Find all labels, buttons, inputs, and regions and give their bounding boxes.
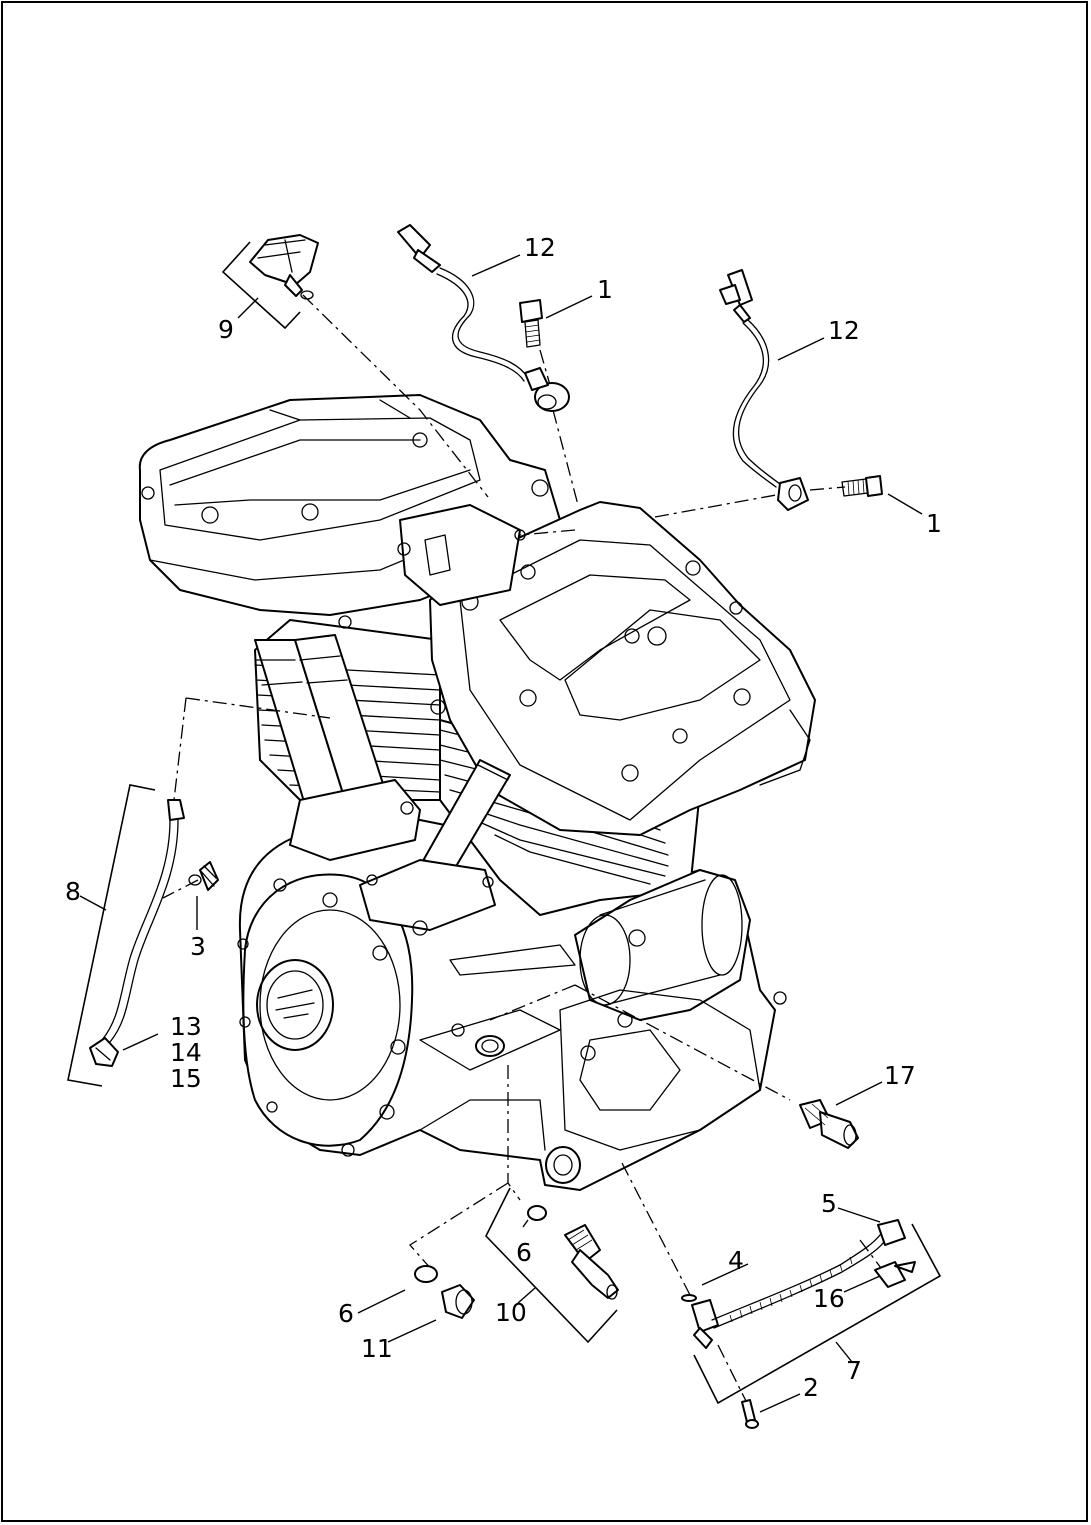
callout-1-right-bolt: 1 [926, 509, 942, 538]
rear-pushrod-tube [359, 759, 511, 931]
part-8-oil-line [89, 799, 185, 1067]
callout-labels: 12 1 9 12 1 8 3 13 14 15 17 5 4 16 6 6 1… [65, 233, 942, 1402]
part-10-fitting [564, 1224, 619, 1300]
callout-16-clip: 16 [813, 1284, 845, 1313]
callout-10-fitting: 10 [495, 1298, 527, 1327]
alignment-lines [162, 294, 891, 1406]
callout-13: 13 [170, 1012, 202, 1041]
part-1-bolt-upper [519, 299, 543, 348]
callout-15: 15 [170, 1064, 202, 1093]
callout-1-upper-bolt: 1 [597, 275, 613, 304]
part-6-o-ring-left [414, 1265, 438, 1283]
callout-7-harness: 7 [846, 1356, 862, 1385]
callout-6-o-ring-left: 6 [338, 1299, 354, 1328]
part-12-knock-sensor-rear [719, 269, 809, 511]
callout-12-front-knock-sensor: 12 [524, 233, 556, 262]
callout-4-o-ring: 4 [728, 1246, 744, 1275]
callout-14: 14 [170, 1038, 202, 1067]
part-6-o-ring-right [527, 1205, 547, 1221]
transmission-case [545, 989, 787, 1184]
intake-area [399, 479, 549, 606]
group-brackets [67, 241, 942, 1405]
callout-12-rear-knock-sensor: 12 [828, 316, 860, 345]
callout-11-plug: 11 [361, 1334, 393, 1363]
part-1-bolt-right [841, 475, 883, 497]
callout-17-pressure-sensor: 17 [884, 1061, 916, 1090]
part-12-knock-sensor-front [397, 224, 570, 412]
part-7-sensor-harness [691, 1219, 916, 1349]
callout-3-clip: 3 [190, 932, 206, 961]
callout-8-oil-line: 8 [65, 877, 81, 906]
callout-2-screw: 2 [803, 1373, 819, 1402]
leader-lines [79, 254, 923, 1413]
part-9-sensor [249, 234, 319, 300]
starter-motor [574, 869, 751, 1021]
callout-9-sensor: 9 [218, 315, 234, 344]
engine-assembly [138, 394, 816, 1191]
callout-5-connector: 5 [821, 1189, 837, 1218]
part-4-o-ring [681, 1294, 697, 1302]
part-2-screw [741, 1399, 759, 1429]
front-pushrod-tubes [254, 634, 421, 861]
part-17-pressure-sensor [799, 1099, 859, 1149]
callout-6-o-ring-right: 6 [516, 1238, 532, 1267]
part-3-clip [188, 861, 219, 891]
part-11-plug [441, 1284, 475, 1319]
